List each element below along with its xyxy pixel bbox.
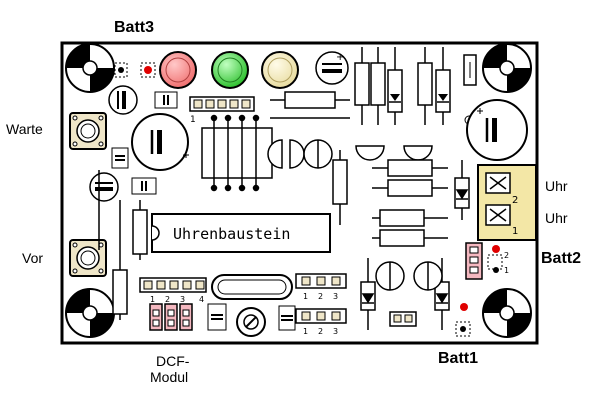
svg-text:1: 1	[512, 226, 518, 237]
ceramic-cap-2	[111, 147, 129, 169]
batt2-jumper	[465, 242, 483, 280]
transistor-3	[355, 145, 385, 161]
svg-text:+: +	[336, 52, 344, 63]
uhrenbaustein-module	[151, 213, 331, 253]
diode-top-2	[437, 94, 449, 103]
svg-text:2: 2	[504, 251, 509, 260]
ceramic-cap-1	[154, 91, 178, 109]
uhr-label-top: Uhr	[545, 178, 568, 194]
svg-text:2: 2	[165, 295, 170, 304]
capacitor-large-center	[131, 113, 189, 171]
resistor-vertical-center	[332, 150, 348, 225]
svg-text:1: 1	[504, 266, 509, 275]
trimmer-potentiometer	[236, 307, 266, 337]
svg-text:3: 3	[333, 327, 338, 336]
mounting-hole-bottom-right	[482, 288, 532, 338]
header-a-pin-numbers: 1 2 3	[303, 292, 338, 301]
dcf-label-line2: Modul	[150, 369, 189, 385]
diode-top-1	[389, 94, 401, 103]
dcf-label-line1: DCF-	[156, 353, 190, 369]
svg-text:3: 3	[333, 292, 338, 301]
transistor-2	[303, 139, 333, 169]
uhr-terminal-block: 2 1	[477, 164, 537, 241]
dcf-pin-numbers: 1 2 3 4	[150, 295, 204, 304]
jumper-bottom-center	[389, 311, 417, 327]
svg-text:3: 3	[180, 295, 185, 304]
svg-text:1: 1	[303, 292, 308, 301]
ceramic-cap-bottom-1	[207, 303, 227, 331]
svg-text:1: 1	[303, 327, 308, 336]
batt2-pads: 2 1	[487, 245, 509, 275]
svg-text:4: 4	[199, 295, 204, 304]
header-b	[295, 308, 347, 324]
warte-label: Warte	[6, 121, 43, 137]
capacitor-left-middle	[89, 172, 119, 202]
module-label: Uhrenbaustein	[173, 225, 290, 243]
svg-text:2: 2	[318, 292, 323, 301]
mounting-hole-top-left	[65, 43, 115, 93]
capacitor-top-small: +	[315, 51, 349, 85]
svg-text:2: 2	[512, 195, 518, 206]
header-top: 1	[189, 96, 255, 125]
svg-text:1: 1	[190, 115, 196, 125]
resistor-bank-center	[201, 114, 273, 192]
transistor-5	[375, 261, 405, 291]
dcf-jumpers	[149, 303, 193, 331]
vor-button	[69, 239, 107, 277]
transistor-1	[267, 139, 305, 169]
batt3-label: Batt3	[114, 19, 155, 36]
diode-right	[454, 160, 470, 220]
mounting-hole-bottom-left	[65, 288, 115, 338]
batt2-label: Batt2	[541, 250, 582, 267]
capacitor-large-right	[466, 99, 528, 161]
led-green	[211, 51, 249, 89]
warte-button	[69, 112, 107, 150]
batt3-pads	[114, 62, 156, 78]
header-b-pin-numbers: 1 2 3	[303, 327, 338, 336]
diode-bottom-left	[360, 258, 376, 330]
vor-label: Vor	[22, 250, 44, 266]
resistor-group-right	[372, 159, 448, 247]
header-a	[295, 273, 347, 289]
led-yellow	[261, 51, 299, 89]
ceramic-cap-3	[131, 177, 157, 195]
transistor-6	[413, 261, 443, 291]
svg-text:1: 1	[150, 295, 155, 304]
resistor-center-top	[270, 91, 350, 119]
led-red	[159, 51, 197, 89]
crystal-oscillator	[211, 274, 293, 300]
svg-text:2: 2	[318, 327, 323, 336]
uhr-label-bottom: Uhr	[545, 210, 568, 226]
mounting-hole-top-right	[482, 43, 532, 93]
batt1-pads	[455, 303, 471, 337]
header-dcf	[139, 277, 207, 293]
ceramic-cap-bottom-2	[278, 305, 296, 331]
diode-bottom-right	[434, 258, 450, 330]
resistors-left-center	[112, 200, 148, 320]
capacitor-left-upper	[108, 85, 138, 115]
batt1-label: Batt1	[438, 350, 479, 367]
